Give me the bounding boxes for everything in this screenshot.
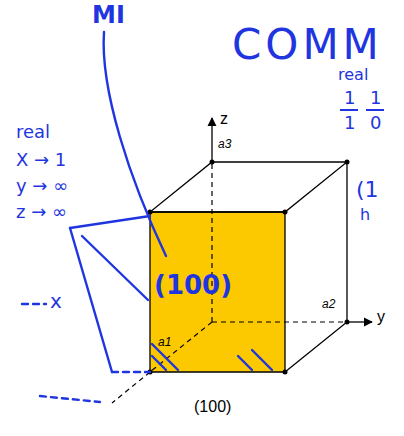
plane-caption: (100)	[194, 398, 231, 416]
cube-vertices	[148, 160, 350, 375]
axis-vector-label: a2	[322, 298, 335, 311]
miller-index: (100)	[154, 270, 232, 300]
fraction-number: 1	[344, 88, 355, 108]
fraction-number: 1	[370, 88, 381, 108]
axis-vector-label: a1	[158, 336, 171, 349]
intercept-note: z → ∞	[16, 202, 67, 222]
note: h	[360, 206, 370, 224]
fraction-bars	[340, 109, 384, 111]
plane-face	[150, 212, 285, 372]
note: real	[16, 122, 50, 142]
axis-vector-label: a3	[218, 138, 231, 151]
note: (1	[356, 178, 379, 202]
note: MI	[92, 2, 125, 28]
heading-note: COMM	[232, 22, 383, 68]
intercept-note: y → ∞	[16, 176, 68, 196]
axis-label: x	[50, 290, 62, 312]
fraction-number: 1	[344, 113, 355, 133]
axis-label: z	[220, 110, 228, 128]
intercept-note: X → 1	[16, 150, 66, 170]
note: real	[338, 66, 368, 84]
axis-arrows	[212, 118, 372, 322]
fraction-number: 0	[370, 113, 381, 133]
axis-label: y	[377, 308, 385, 326]
hidden-edges	[112, 162, 347, 403]
cube-edges	[150, 162, 347, 372]
